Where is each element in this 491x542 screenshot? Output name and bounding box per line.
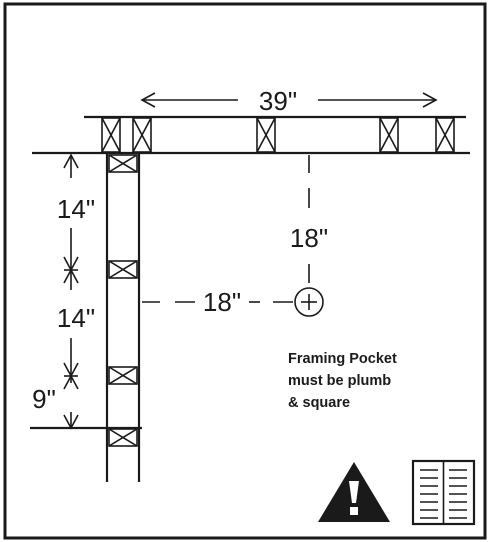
top-block-5: [435, 117, 455, 153]
stud-block-3: [108, 366, 138, 385]
spacing-1-label: 14": [57, 194, 95, 224]
note-line-2: must be plumb: [288, 373, 391, 389]
vertical-offset-dimension: 18": [290, 155, 328, 283]
top-block-4: [379, 117, 399, 153]
spacing-3-label: 9": [32, 384, 56, 414]
top-span-label: 39": [259, 86, 297, 116]
stud-blocking: [108, 154, 138, 447]
top-beam: [32, 115, 470, 155]
framing-note: Framing Pocket must be plumb & square: [288, 351, 397, 411]
note-line-1: Framing Pocket: [288, 351, 397, 367]
stud-block-2: [108, 260, 138, 279]
target-crosshair-icon: [294, 287, 324, 317]
diagram-border: [3, 2, 487, 540]
top-block-2: [132, 117, 152, 153]
left-spacing-dimensions: 14" 14" 9": [32, 153, 95, 430]
vertical-offset-label: 18": [290, 223, 328, 253]
note-line-3: & square: [288, 395, 350, 411]
warning-triangle-icon: [318, 462, 390, 522]
horizontal-offset-label: 18": [203, 287, 241, 317]
top-block-1: [101, 117, 121, 153]
spacing-2-label: 14": [57, 303, 95, 333]
manual-book-icon: [411, 459, 476, 526]
horizontal-offset-dimension: 18": [142, 287, 293, 317]
vertical-stud: [105, 153, 141, 482]
top-span-dimension: 39": [140, 86, 438, 116]
stud-block-4: [108, 428, 138, 447]
top-block-3: [256, 117, 276, 153]
stud-block-1: [108, 154, 138, 173]
top-beam-blocking: [101, 117, 455, 153]
